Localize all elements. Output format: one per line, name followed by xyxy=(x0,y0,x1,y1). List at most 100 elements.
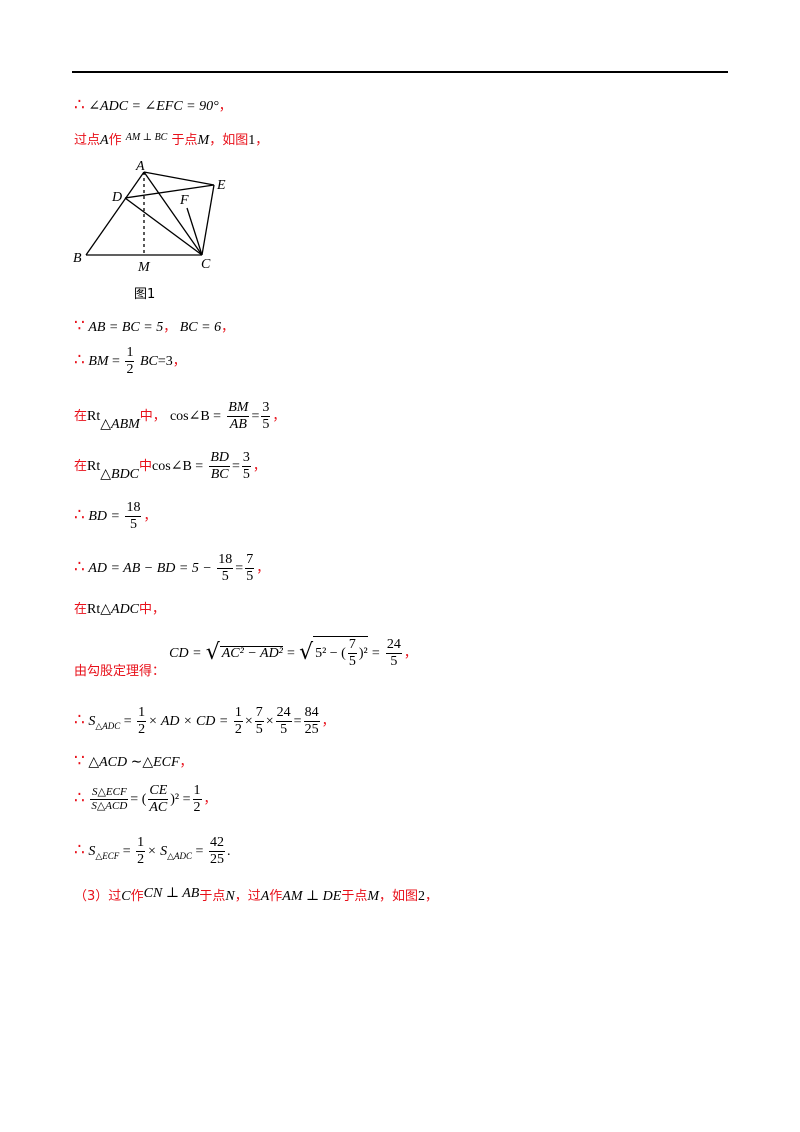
punctuation: ， xyxy=(252,459,266,475)
math-expression: ∠ADC = ∠EFC = 90° xyxy=(88,99,219,114)
punctuation: ， xyxy=(218,99,232,114)
sqrt-icon: √ xyxy=(299,639,314,665)
point-label: M xyxy=(367,889,380,904)
text: ， xyxy=(425,889,439,904)
figure-number: 2 xyxy=(418,889,426,904)
numerator: 3 xyxy=(241,450,251,468)
point-label: A xyxy=(260,889,270,904)
equals-sign: = xyxy=(371,645,380,661)
numerator: 7 xyxy=(254,705,264,723)
equals-sign: = xyxy=(123,713,132,729)
equals-sign: = ( xyxy=(130,791,147,807)
math-lhs: CD = xyxy=(169,645,202,661)
equals-sign: = xyxy=(287,645,295,661)
text: ， xyxy=(255,133,269,148)
punctuation: ， xyxy=(221,320,235,335)
header-rule xyxy=(72,71,728,73)
numerator: BM xyxy=(227,400,250,418)
text: 作 xyxy=(130,889,144,904)
numerator: S△ECF xyxy=(90,786,129,801)
area-subscript: △ADC xyxy=(167,850,193,861)
punctuation: ， xyxy=(321,713,335,729)
text: 于点 xyxy=(171,133,198,148)
text: ，如图 xyxy=(209,133,249,148)
point-label: C xyxy=(121,889,131,904)
denominator: S△ACD xyxy=(91,800,128,813)
math-result: =3 xyxy=(157,353,173,369)
text: 中 xyxy=(139,459,153,475)
equals-sign: = xyxy=(195,843,204,859)
therefore-symbol: ∴ xyxy=(74,709,85,730)
numerator: 24 xyxy=(275,705,292,723)
denominator: 5 xyxy=(246,569,254,585)
numerator: 18 xyxy=(125,500,142,518)
numerator: 7 xyxy=(347,637,357,655)
math-expression: AM ⊥ DE xyxy=(282,889,342,904)
rt-label: Rt xyxy=(87,459,101,475)
text: 于点 xyxy=(199,889,226,904)
numerator: 1 xyxy=(136,835,146,853)
punctuation: . xyxy=(226,843,231,859)
area-subscript: △ECF xyxy=(95,850,120,861)
numerator: CE xyxy=(148,783,169,801)
punctuation: ， xyxy=(179,755,193,770)
numerator: BD xyxy=(209,450,230,468)
text: 于点 xyxy=(341,889,368,904)
area-symbol: S xyxy=(88,843,96,859)
numerator: 3 xyxy=(261,400,271,418)
numerator: 42 xyxy=(208,835,225,853)
punctuation: ， xyxy=(163,320,177,335)
text: （3）过 xyxy=(74,889,122,904)
triangle-name: △ABM xyxy=(100,417,140,433)
numerator: 7 xyxy=(245,552,255,570)
line-given-lengths: ∵ AB = BC = 5， BC = 6， xyxy=(74,318,234,335)
denominator: 5 xyxy=(262,417,270,433)
equals-sign: = xyxy=(251,409,260,425)
math-expression: AM ⊥ BC xyxy=(125,132,168,143)
label-m: M xyxy=(137,260,151,275)
text: 在 xyxy=(74,409,88,425)
text: 中， xyxy=(139,602,166,617)
therefore-symbol: ∴ xyxy=(74,556,85,577)
segment-ab xyxy=(85,171,145,256)
punctuation: ， xyxy=(256,560,270,576)
rt-label: Rt xyxy=(87,409,101,425)
equals-sign: = xyxy=(235,560,244,576)
math-expression: CN ⊥ AB xyxy=(143,886,200,901)
label-c: C xyxy=(201,257,211,272)
punctuation: ， xyxy=(403,645,417,661)
because-symbol: ∵ xyxy=(74,751,85,771)
label-b: B xyxy=(73,251,82,266)
point-label: N xyxy=(225,889,235,904)
text: 在 xyxy=(74,459,88,475)
text: 作 xyxy=(108,133,122,148)
area-subscript: △ADC xyxy=(95,720,121,731)
radicand: AC² − AD² xyxy=(219,645,283,661)
math-term: )² = xyxy=(170,791,191,807)
segment-ae xyxy=(143,171,215,186)
point-label: M xyxy=(197,133,210,148)
math-expression: AB = BC = 5 xyxy=(88,320,164,335)
geometry-figure-1: A D E F B M C xyxy=(73,159,226,275)
triangle-name: △ADC xyxy=(100,602,140,617)
math-term: × AD × CD = xyxy=(148,713,229,729)
equals-sign: = xyxy=(122,843,131,859)
denominator: 5 xyxy=(390,653,398,669)
punctuation: ， xyxy=(143,508,157,524)
